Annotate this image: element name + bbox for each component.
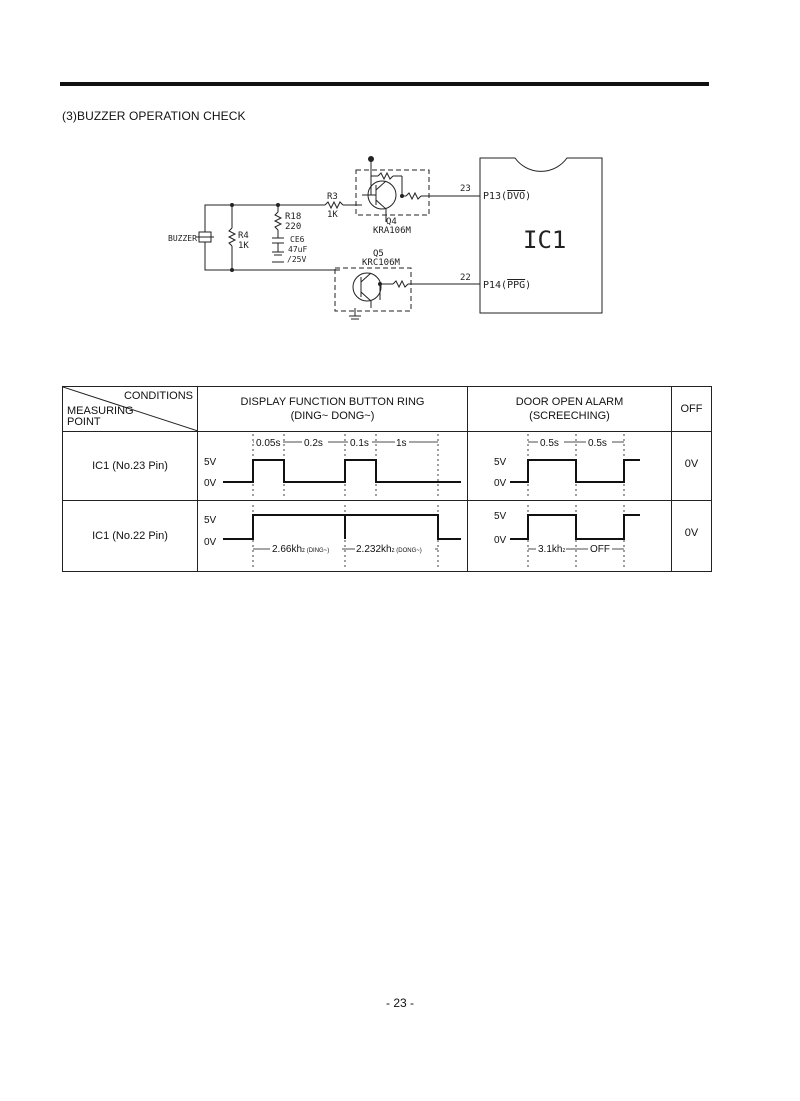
pin-p13-label: P13(DVO) (483, 191, 531, 202)
screech-pulse (510, 459, 640, 483)
time-0-2s: 0.2s (304, 438, 323, 449)
conditions-label: CONDITIONS (123, 390, 193, 402)
pin-23-number: 23 (460, 184, 471, 194)
top-rule (60, 82, 709, 86)
door-alarm-wave-23: 0.5s 0.5s 5V 0V (467, 431, 672, 501)
q4-label: Q4 (386, 217, 397, 227)
row-23-off-value: 0V (671, 431, 712, 501)
pin-p14-label: P14(PPG) (483, 280, 531, 291)
ic1-body (479, 157, 603, 314)
section-title: (3)BUZZER OPERATION CHECK (62, 109, 246, 123)
q5-label: Q5 (373, 249, 384, 259)
time-0-1s: 0.1s (350, 438, 369, 449)
display-ring-wave-22: 2.66khz (DING~) 2.232khz (DONG~) 5V 0V (197, 500, 468, 572)
level-5v: 5V (204, 457, 217, 468)
table-row: IC1 (No.23 Pin) 0.05s 0.2s 0.1s (62, 431, 712, 501)
row-22-point: IC1 (No.22 Pin) (62, 500, 198, 572)
screech-frequency: 3.1khz (538, 544, 565, 555)
level-5v: 5V (494, 457, 507, 468)
display-ring-wave-23: 0.05s 0.2s 0.1s 1s 5V 0V (197, 431, 468, 501)
ic1-label: IC1 (523, 226, 566, 254)
screech-off-label: OFF (590, 544, 610, 555)
r18-value: 220 (285, 222, 301, 232)
ding-dong-carrier (223, 514, 461, 540)
time-0-5s-high: 0.5s (540, 438, 559, 449)
time-0-05s: 0.05s (256, 438, 280, 449)
page-number: - 23 - (385, 996, 414, 1010)
buzzer-schematic: BUZZER R4 1K R18 220 CE6 47uF /25V R3 1K… (168, 156, 603, 320)
buzzer-label: BUZZER (168, 234, 197, 243)
level-5v: 5V (204, 515, 217, 526)
dong-frequency: 2.232khz (DONG~) (356, 544, 422, 555)
level-5v: 5V (494, 511, 507, 522)
q5-part: KRC106M (362, 258, 401, 268)
ding-dong-pulse (223, 459, 461, 483)
pin-22-number: 22 (460, 273, 471, 283)
screech-carrier (510, 514, 640, 540)
time-0-5s-low: 0.5s (588, 438, 607, 449)
level-0v: 0V (204, 537, 217, 548)
r4-value: 1K (238, 241, 249, 251)
door-alarm-header: DOOR OPEN ALARM(SCREECHING) (467, 386, 672, 432)
ce6-label: CE6 (290, 235, 305, 244)
r3-label: R3 (327, 192, 338, 202)
door-alarm-wave-22: 3.1khz OFF 5V 0V (467, 500, 672, 572)
level-0v: 0V (494, 478, 507, 489)
table-row: IC1 (No.22 Pin) 2.66khz (DING~) 2.232khz… (62, 500, 712, 572)
ding-frequency: 2.66khz (DING~) (272, 544, 329, 555)
level-0v: 0V (204, 478, 217, 489)
q4-part: KRA106M (373, 226, 412, 236)
ce6-voltage: /25V (287, 255, 306, 264)
time-1s: 1s (396, 438, 407, 449)
r18-label: R18 (285, 212, 301, 222)
display-ring-header: DISPLAY FUNCTION BUTTON RING(DING~ DONG~… (197, 386, 468, 432)
r4-label: R4 (238, 231, 249, 241)
row-23-point: IC1 (No.23 Pin) (62, 431, 198, 501)
ce6-value: 47uF (288, 245, 307, 254)
off-header: OFF (671, 386, 712, 432)
level-0v: 0V (494, 535, 507, 546)
r3-value: 1K (327, 210, 338, 220)
row-22-off-value: 0V (671, 500, 712, 572)
